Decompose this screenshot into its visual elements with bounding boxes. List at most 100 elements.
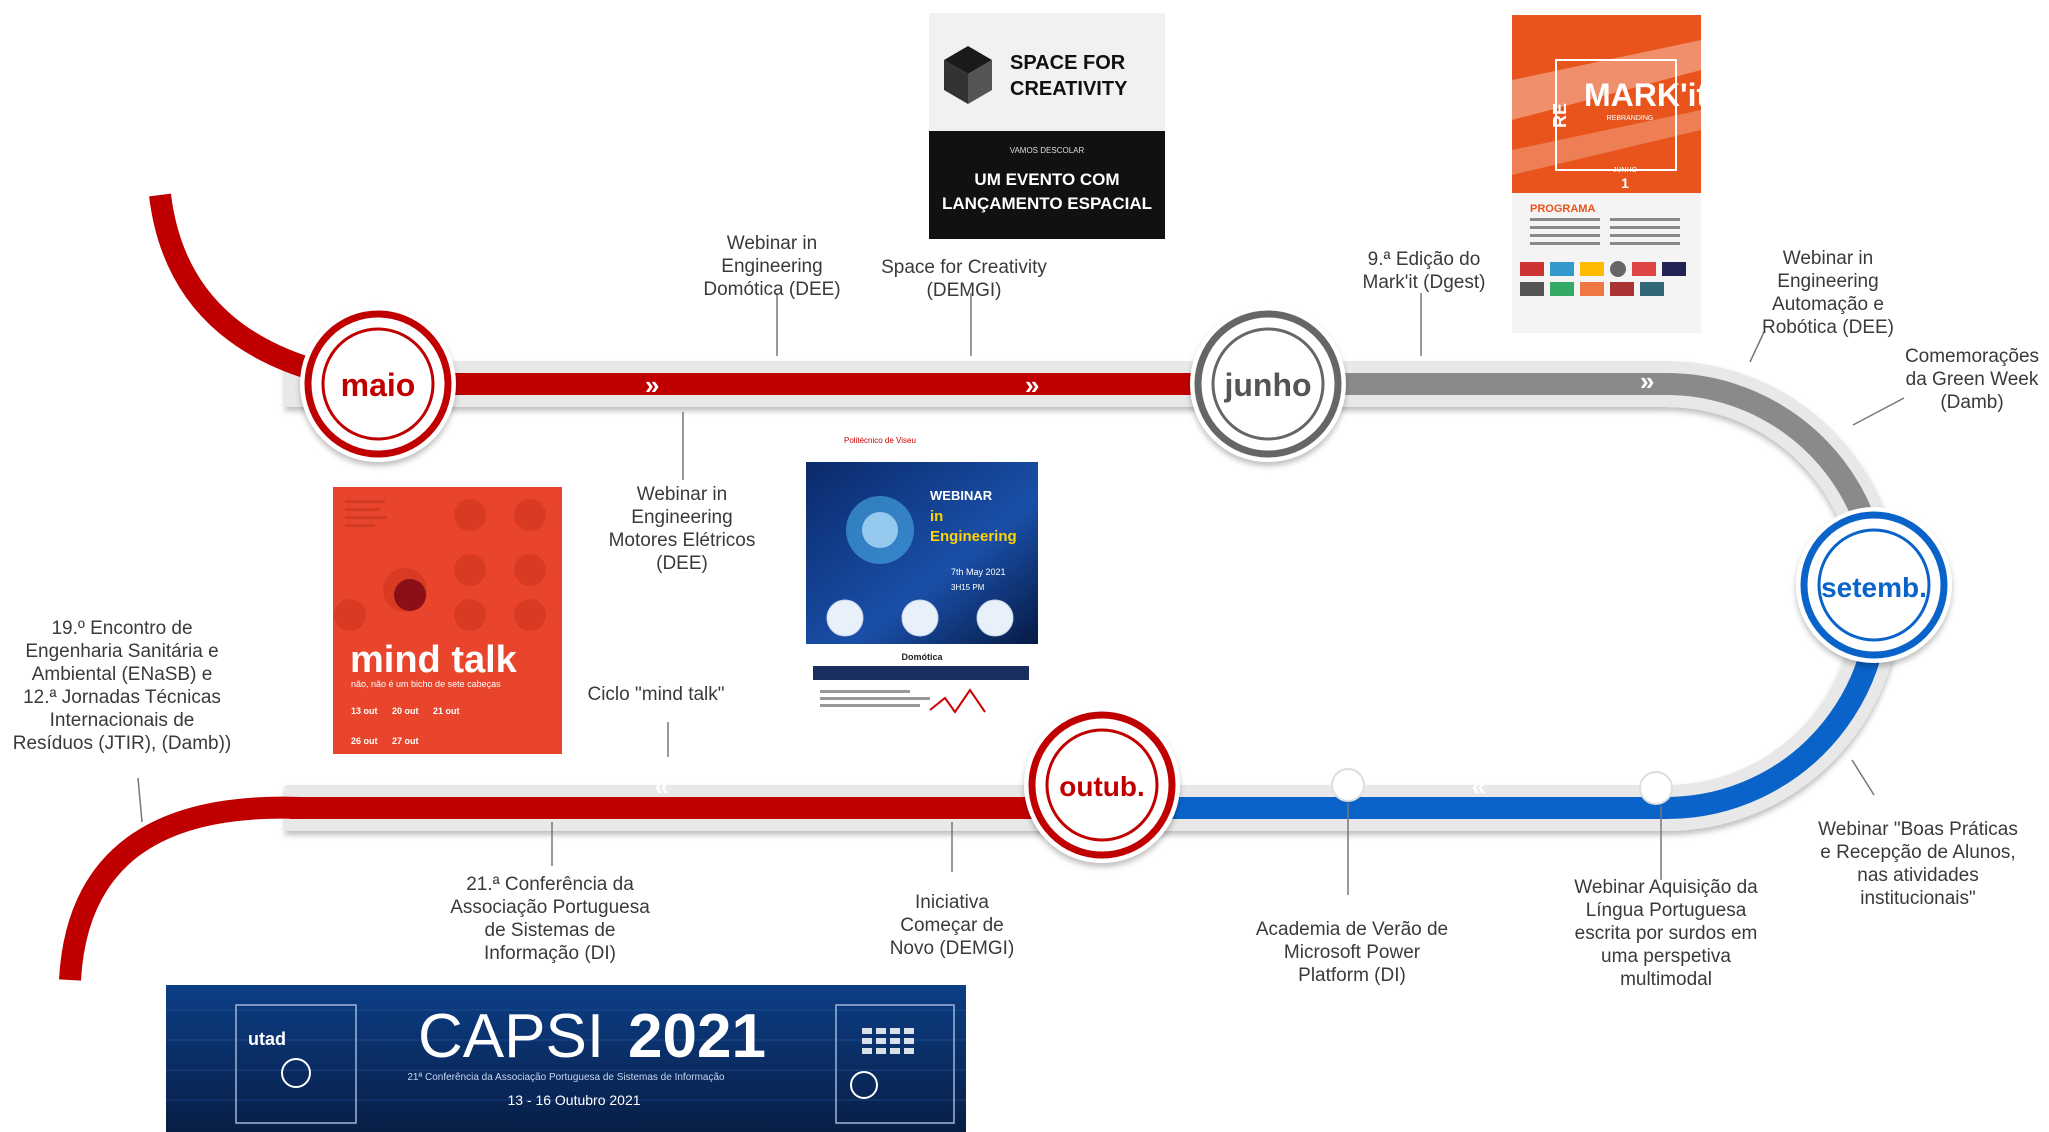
- space-logo-line2: CREATIVITY: [1010, 78, 1128, 100]
- event-label-line: Microsoft Power: [1284, 942, 1421, 963]
- event-label-line: Novo (DEMGI): [890, 938, 1015, 959]
- webinar-topic: Domótica: [901, 652, 943, 662]
- markit-date-day: 1: [1621, 175, 1629, 191]
- markit-brand: MARK'it: [1584, 77, 1707, 113]
- event-label-line: nas atividades: [1857, 865, 1978, 886]
- event-label-line: (DEE): [656, 553, 708, 574]
- apsi-logo-icon: [862, 1028, 914, 1054]
- event-label-line: de Sistemas de: [485, 920, 616, 941]
- event-label-line: institucionais": [1860, 888, 1976, 909]
- event-dot: [1331, 768, 1365, 802]
- webinar-title3: Engineering: [930, 528, 1017, 545]
- event-label-line: Engineering: [631, 507, 732, 528]
- event-label-line: 19.º Encontro de: [51, 618, 192, 639]
- event-label-line: Webinar in: [637, 484, 727, 505]
- event-label-line: Começar de: [900, 915, 1004, 936]
- event-label-line: (Damb): [1940, 392, 2003, 413]
- event-label-line: Motores Elétricos: [609, 530, 756, 551]
- mindtalk-date: 27 out: [392, 736, 419, 746]
- poster-mind-talk: mind talk não, não é um bicho de sete ca…: [333, 487, 562, 754]
- mindtalk-title: mind talk: [350, 639, 518, 681]
- capsi-dates: 13 - 16 Outubro 2021: [507, 1092, 640, 1108]
- space-headline1: UM EVENTO COM: [974, 170, 1119, 189]
- event-label-line: Informação (DI): [484, 943, 616, 964]
- event-label-line: Resíduos (JTIR), (Damb)): [13, 733, 232, 754]
- event-label-line: Engineering: [1777, 271, 1878, 292]
- event-label-line: Space for Creativity: [881, 257, 1047, 278]
- mindtalk-date: 21 out: [433, 706, 460, 716]
- month-node-sept: setemb.: [1796, 507, 1952, 663]
- estg-logo-icon: [281, 1058, 311, 1088]
- event-label-line: da Green Week: [1906, 369, 2039, 390]
- event-label-line: Engineering: [721, 256, 822, 277]
- webinar-org: Politécnico de Viseu: [844, 436, 916, 445]
- sponsor-logos: [1520, 261, 1686, 296]
- capsi-title-bold: 2021: [628, 1002, 766, 1071]
- arrow-right-icon: »: [1640, 366, 1654, 396]
- event-label-line: Engenharia Sanitária e: [25, 641, 218, 662]
- month-label-june: junho: [1223, 367, 1311, 403]
- poster-capsi2021: utad CAPSI 2021 21ª Conferência da Assoc…: [166, 985, 966, 1132]
- event-mind-talk: Ciclo "mind talk": [587, 684, 724, 705]
- arrow-left-icon: »: [1472, 775, 1486, 805]
- event-label-line: escrita por surdos em: [1575, 923, 1758, 944]
- mindtalk-date: 26 out: [351, 736, 378, 746]
- event-label-line: Robótica (DEE): [1762, 317, 1894, 338]
- event-label-line: (DEMGI): [927, 280, 1002, 301]
- poster-webinar-engineering: Politécnico de Viseu WEBINAR in Engineer…: [806, 428, 1038, 728]
- arrow-left-icon: »: [655, 775, 669, 805]
- event-label-line: Platform (DI): [1298, 965, 1406, 986]
- arrow-right-icon: »: [645, 370, 659, 400]
- month-node-may: maio: [300, 306, 456, 462]
- track-red-end-curve: [59, 796, 301, 981]
- webinar-time: 3H15 PM: [951, 583, 985, 592]
- markit-sub: REBRANDING: [1607, 115, 1654, 122]
- event-label-line: Webinar "Boas Práticas: [1818, 819, 2018, 840]
- event-label-line: Internacionais de: [50, 710, 195, 731]
- capsi-subtitle: 21ª Conferência da Associação Portuguesa…: [407, 1072, 725, 1083]
- event-label-line: Associação Portuguesa: [450, 897, 650, 918]
- mindtalk-date: 13 out: [351, 706, 378, 716]
- event-label-line: multimodal: [1620, 969, 1712, 990]
- poster-space-for-creativity: SPACE FOR CREATIVITY VAMOS DESCOLAR UM E…: [929, 13, 1165, 239]
- event-label-line: Webinar Aquisição da: [1574, 877, 1758, 898]
- event-label-line: 12.ª Jornadas Técnicas: [23, 687, 221, 708]
- event-dot: [1639, 771, 1673, 805]
- webinar-title2: in: [930, 508, 943, 525]
- direction-arrows: » » » » »: [645, 366, 1654, 805]
- markit-date-month: JUNHO: [1613, 167, 1638, 174]
- event-label-line: Academia de Verão de: [1256, 919, 1448, 940]
- cube-logo-icon: [944, 46, 992, 104]
- space-logo-line1: SPACE FOR: [1010, 52, 1126, 74]
- event-label-line: Comemorações: [1905, 346, 2039, 367]
- poster-markit: RE MARK'it REBRANDING JUNHO 1 PROGRAMA: [1512, 15, 1707, 333]
- event-label-line: Ambiental (ENaSB) e: [32, 664, 213, 685]
- event-label-line: uma perspetiva: [1601, 946, 1731, 967]
- event-label-line: Ciclo "mind talk": [587, 684, 724, 705]
- connectors: [137, 293, 1905, 895]
- arrow-right-icon: »: [1025, 370, 1039, 400]
- month-node-june: junho: [1190, 306, 1346, 462]
- event-label-line: Webinar in: [1783, 248, 1873, 269]
- event-label-line: Iniciativa: [915, 892, 989, 913]
- track-grey-top: [1230, 372, 1879, 534]
- event-label-line: e Recepção de Alunos,: [1820, 842, 2015, 863]
- webinar-date: 7th May 2021: [951, 567, 1006, 577]
- webinar-title1: WEBINAR: [930, 488, 993, 503]
- event-label-line: Língua Portuguesa: [1586, 900, 1747, 921]
- event-label-line: Webinar in: [727, 233, 817, 254]
- month-label-oct: outub.: [1059, 771, 1145, 802]
- capsi-title-light: CAPSI: [418, 1002, 604, 1071]
